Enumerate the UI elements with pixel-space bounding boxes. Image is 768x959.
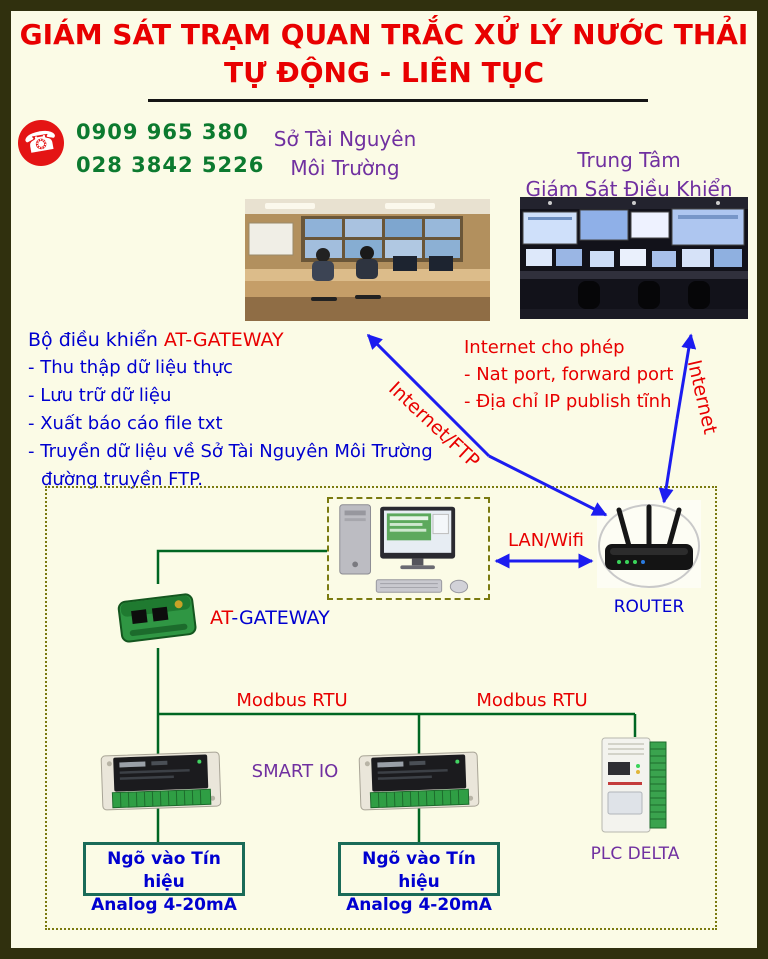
router-illustration [598, 504, 700, 588]
smart-io-device-1 [100, 744, 222, 818]
site-left-line1: Sở Tài Nguyên [273, 127, 417, 151]
page-title: GIÁM SÁT TRẠM QUAN TRẮC XỬ LÝ NƯỚC THẢI … [0, 16, 768, 92]
phone-number-1: 0909 965 380 [76, 120, 249, 144]
title-line1: GIÁM SÁT TRẠM QUAN TRẮC XỬ LÝ NƯỚC THẢI [19, 18, 749, 51]
smart-io-label: SMART IO [251, 761, 339, 782]
local-network-zone [45, 486, 717, 930]
smart-io-illustration-1 [100, 751, 222, 811]
gateway-info-item: - Xuất báo cáo file txt [28, 413, 223, 434]
plc-illustration [601, 737, 667, 833]
internet-info-item: - Nat port, forward port [464, 364, 674, 385]
computer-box [327, 497, 490, 600]
gateway-info-block: Bộ điều khiển AT-GATEWAY - Thu thập dữ l… [28, 326, 458, 494]
control-room-photo-left [245, 199, 490, 321]
analog-left-line2: Analog 4-20mA [91, 895, 237, 915]
router-device [597, 500, 701, 588]
site-label-right: Trung Tâm Giám Sát Điều Khiển [505, 146, 753, 204]
phone-number-2: 028 3842 5226 [76, 153, 265, 177]
gateway-label-at: AT [210, 607, 232, 629]
smart-io-illustration-2 [358, 751, 480, 811]
router-label: ROUTER [613, 597, 685, 617]
plc-delta-label: PLC DELTA [590, 844, 680, 864]
analog-right-line2: Analog 4-20mA [346, 895, 492, 915]
at-gateway-device [112, 582, 202, 648]
site-label-left: Sở Tài Nguyên Môi Trường [235, 125, 455, 183]
gateway-info-item: - Thu thập dữ liệu thực [28, 357, 233, 378]
modbus-rtu-label-right: Modbus RTU [476, 690, 588, 711]
gateway-heading-prefix: Bộ điều khiển [28, 329, 164, 351]
gateway-illustration [117, 593, 197, 643]
at-gateway-label: AT-GATEWAY [210, 607, 330, 629]
phone-icon: ☎ [14, 116, 68, 170]
internet-info-heading: Internet cho phép [464, 337, 625, 358]
gateway-label-suffix: -GATEWAY [231, 607, 330, 629]
internet-info-block: Internet cho phép - Nat port, forward po… [464, 334, 729, 415]
modbus-rtu-label-left: Modbus RTU [236, 690, 348, 711]
control-room-right-illustration [520, 197, 748, 319]
gateway-info-item: - Lưu trữ dữ liệu [28, 385, 172, 406]
computer-illustration [339, 504, 469, 594]
site-right-line1: Trung Tâm [577, 148, 681, 172]
control-room-photo-right [520, 197, 748, 319]
gateway-info-item: - Truyền dữ liệu về Sở Tài Nguyên Môi Tr… [28, 441, 433, 462]
control-room-left-illustration [245, 199, 490, 321]
gateway-heading-device: AT-GATEWAY [163, 329, 284, 351]
gateway-info-heading: Bộ điều khiển AT-GATEWAY [28, 326, 458, 354]
title-divider [148, 99, 648, 102]
analog-right-line1: Ngõ vào Tín hiệu [362, 849, 476, 892]
lan-wifi-label: LAN/Wifi [507, 530, 585, 551]
internet-info-item: - Địa chỉ IP publish tĩnh [464, 391, 672, 412]
analog-input-box-left: Ngõ vào Tín hiệu Analog 4-20mA [83, 842, 245, 915]
analog-input-box-right: Ngõ vào Tín hiệu Analog 4-20mA [338, 842, 500, 915]
analog-left-line1: Ngõ vào Tín hiệu [107, 849, 221, 892]
site-left-line2: Môi Trường [290, 156, 400, 180]
smart-io-device-2 [358, 744, 480, 818]
gateway-info-item: đường truyền FTP. [41, 469, 203, 490]
plc-delta-device [600, 736, 670, 834]
title-line2: TỰ ĐỘNG - LIÊN TỤC [224, 56, 544, 89]
